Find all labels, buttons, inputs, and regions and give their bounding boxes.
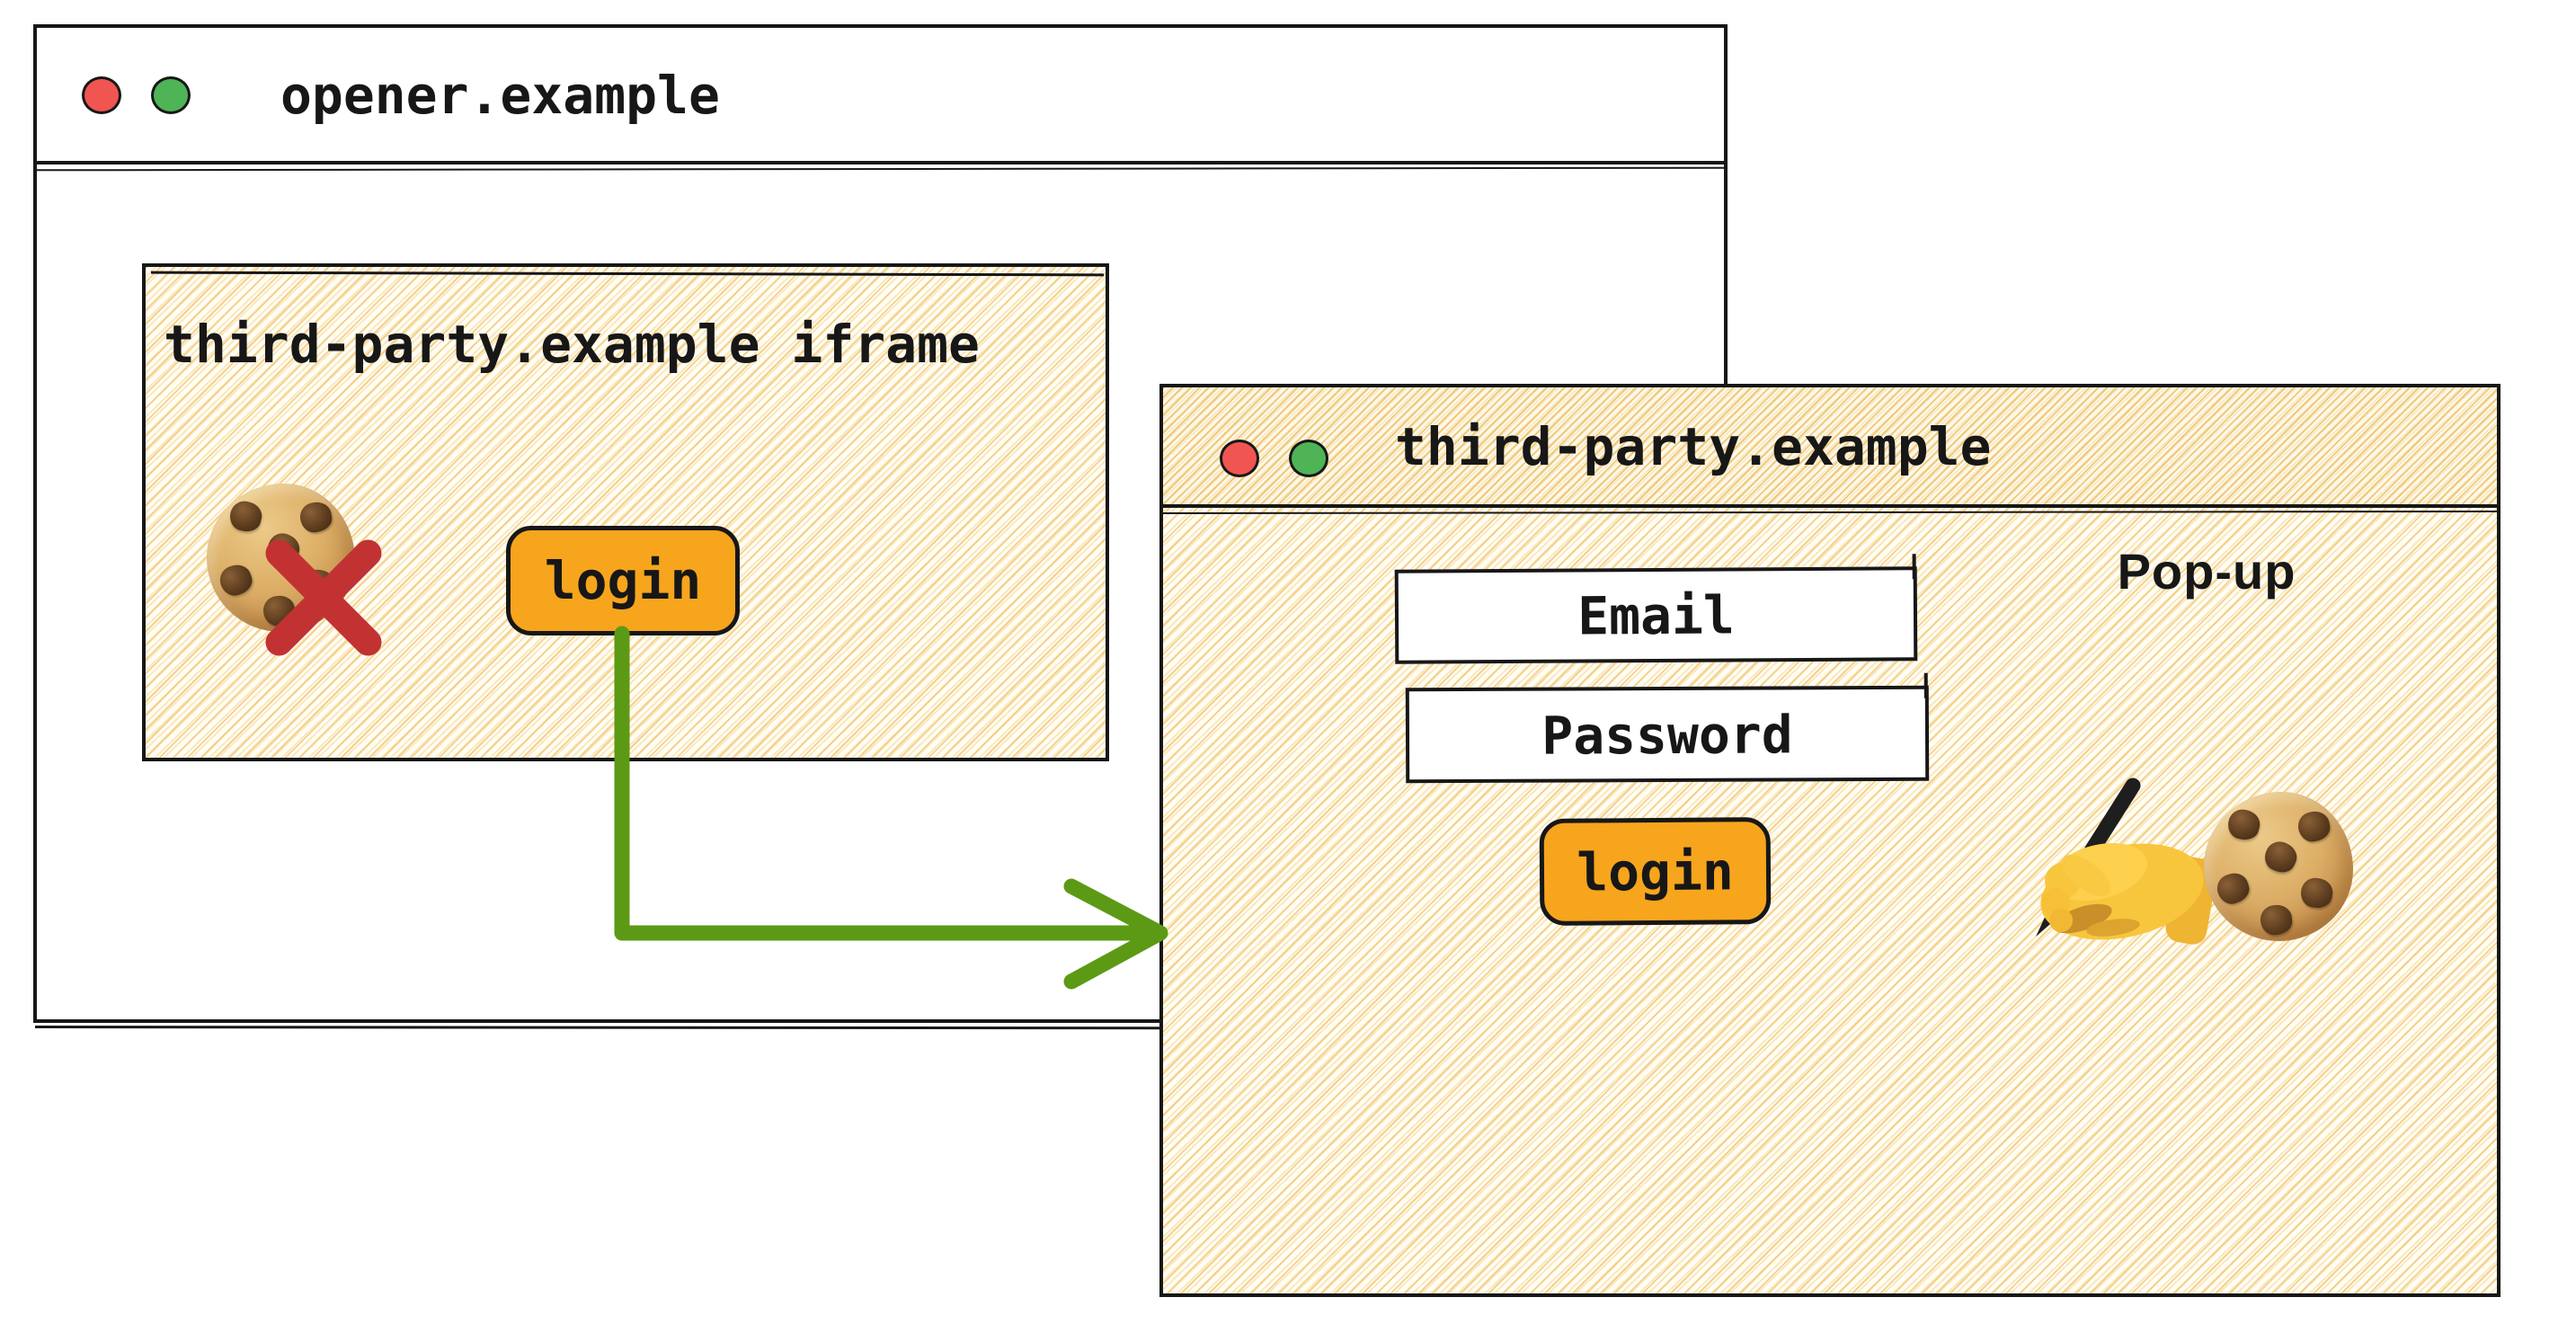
traffic-light-red-icon[interactable] — [82, 76, 121, 114]
writing-hand-icon — [2027, 775, 2217, 964]
popup-login-button[interactable]: login — [1539, 817, 1772, 926]
writing-hand-svg — [2036, 778, 2217, 945]
iframe-login-button[interactable]: login — [506, 526, 740, 635]
traffic-light-red-icon[interactable] — [1220, 440, 1259, 477]
cookie-chip — [2295, 808, 2332, 844]
password-field[interactable]: Password — [1405, 685, 1930, 784]
popup-annotation-label: Pop-up — [2117, 543, 2296, 600]
email-field[interactable]: Email — [1394, 566, 1918, 664]
cookie-chip — [2225, 806, 2262, 843]
cookie-chip — [2213, 869, 2253, 909]
opener-titlebar: opener.example — [37, 28, 1724, 164]
popup-window-title: third-party.example — [1395, 416, 1992, 477]
blocked-x-icon — [247, 521, 400, 674]
cookie-chip — [2298, 876, 2334, 911]
third-party-iframe: third-party.example iframe login — [142, 263, 1109, 761]
iframe-label: third-party.example iframe — [164, 314, 980, 375]
traffic-light-green-icon[interactable] — [1289, 440, 1328, 477]
cookie-icon — [2204, 792, 2353, 941]
cookie-chip — [2259, 903, 2294, 937]
opener-window-title: opener.example — [280, 65, 720, 126]
popup-browser-window: third-party.example Pop-up Email Passwor… — [1159, 384, 2500, 1297]
traffic-light-green-icon[interactable] — [151, 76, 191, 114]
cookie-chip — [2260, 837, 2302, 878]
popup-titlebar: third-party.example — [1163, 387, 2497, 508]
